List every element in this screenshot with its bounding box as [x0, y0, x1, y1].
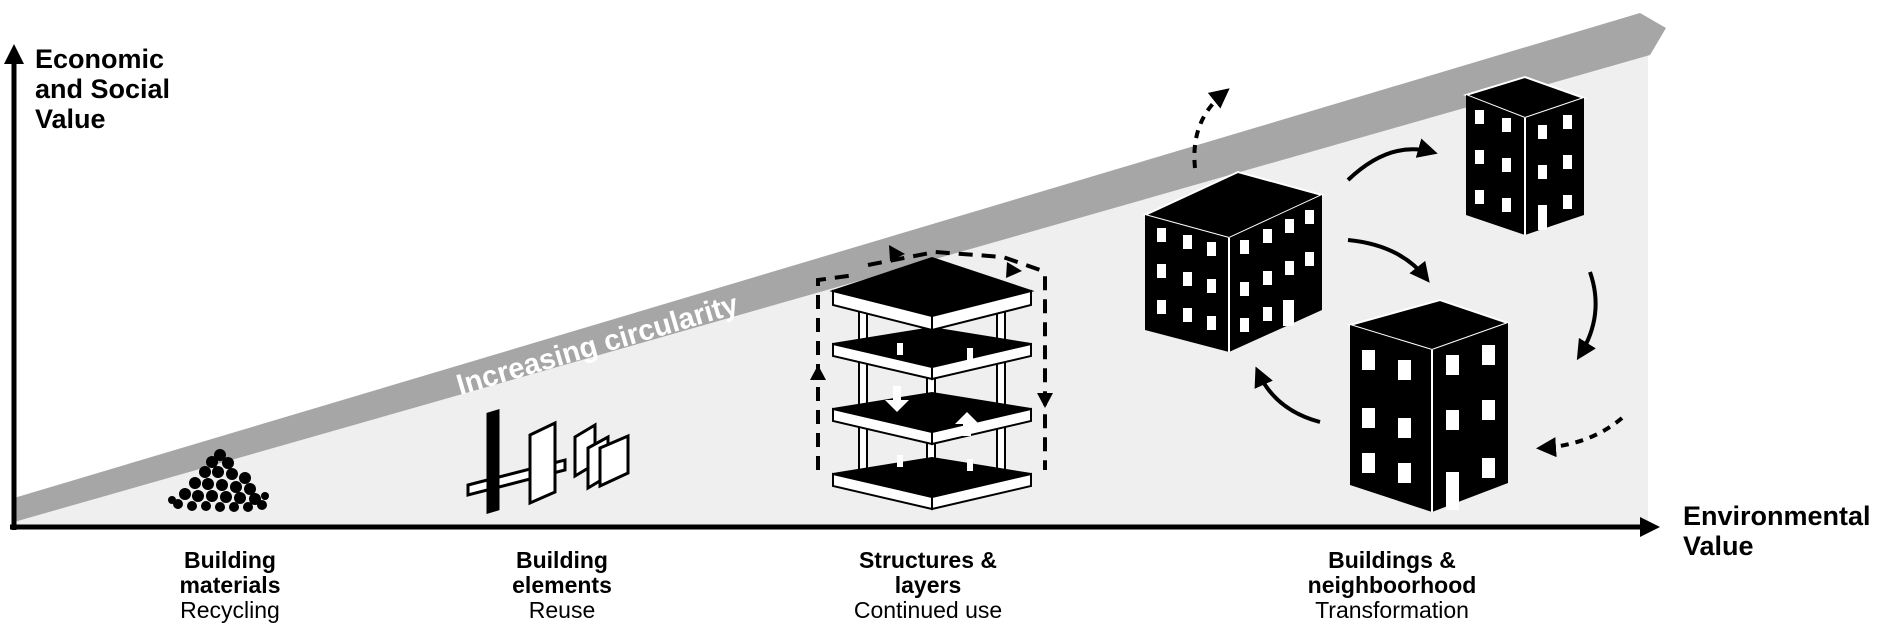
- building-left-icon: [1142, 170, 1325, 352]
- buildings-cycle-icon: [1142, 75, 1624, 512]
- building-bottom-icon: [1346, 298, 1512, 512]
- category-subtitle: Transformation: [1315, 597, 1469, 623]
- category-title: Building: [184, 547, 276, 573]
- category-subtitle: Reuse: [528, 597, 596, 623]
- category-title: materials: [179, 572, 281, 598]
- category-buildings-neighbourhood: Buildings & neighboorhood Transformation: [1262, 548, 1522, 623]
- category-subtitle: Recycling: [180, 597, 280, 623]
- y-axis-label-line: Value: [35, 104, 106, 134]
- y-axis-label-line: Economic: [35, 44, 165, 74]
- circularity-band: [14, 13, 1666, 522]
- category-structures-layers: Structures & layers Continued use: [798, 548, 1058, 623]
- x-axis-label: Environmental Value: [1683, 501, 1871, 561]
- category-building-materials: Building materials Recycling: [100, 548, 360, 623]
- category-title: elements: [512, 572, 612, 598]
- x-axis-label-line: Value: [1683, 531, 1754, 561]
- category-subtitle: Continued use: [853, 597, 1003, 623]
- y-axis: [4, 44, 24, 530]
- category-title: Building: [516, 547, 608, 573]
- layered-structure-icon: [810, 245, 1053, 511]
- category-title: Structures &: [858, 547, 998, 573]
- y-axis-label: Economic and Social Value: [35, 44, 170, 134]
- x-axis-arrow-icon: [1640, 517, 1660, 537]
- building-top-right-icon: [1462, 75, 1588, 235]
- y-axis-arrow-icon: [4, 44, 24, 64]
- rubble-pile-icon: [168, 449, 269, 512]
- x-axis-label-line: Environmental: [1683, 501, 1871, 531]
- category-building-elements: Building elements Reuse: [432, 548, 692, 623]
- y-axis-label-line: and Social: [35, 74, 171, 104]
- x-axis: [10, 517, 1660, 537]
- category-title: layers: [894, 572, 962, 598]
- building-elements-icon: [466, 408, 630, 515]
- category-title: neighboorhood: [1307, 572, 1477, 598]
- category-title: Buildings &: [1328, 547, 1456, 573]
- layer-swap-arrows-icon: [885, 386, 979, 436]
